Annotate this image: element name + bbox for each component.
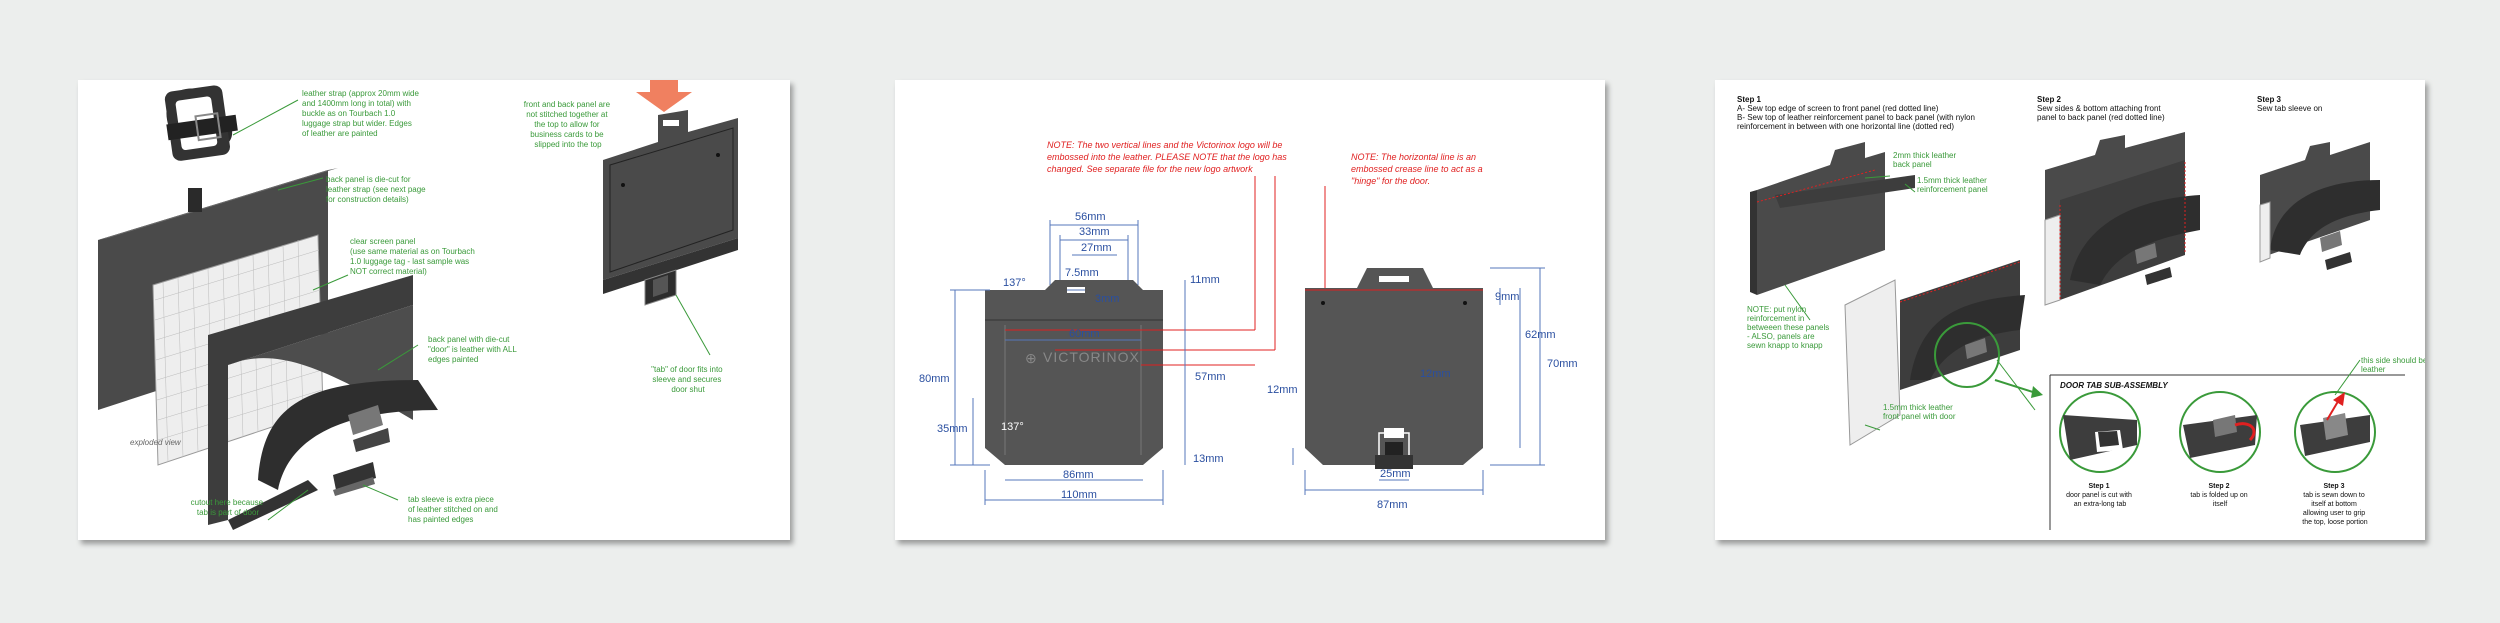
callout-reinforcement: 1.5mm thick leather reinforcement panel	[1917, 176, 1989, 194]
note-cutout: cutout here because tab is part of door	[191, 498, 266, 517]
dim-27: 27mm	[1081, 242, 1112, 254]
callout-back-panel: 2mm thick leather back panel	[1893, 151, 1958, 169]
exploded-view-drawing: leather strap (approx 20mm wide and 1400…	[98, 80, 738, 530]
sheet-exploded-view: leather strap (approx 20mm wide and 1400…	[78, 80, 790, 540]
victorinox-logo: VICTORINOX	[1043, 349, 1140, 365]
dim-3: 3mm	[1095, 293, 1119, 305]
back-panel-outline	[1305, 268, 1483, 469]
sheet-dimensions: NOTE: The two vertical lines and the Vic…	[895, 80, 1605, 540]
dim-57: 57mm	[1195, 371, 1226, 383]
dim-110: 110mm	[1061, 489, 1097, 501]
note-front-back: front and back panel are not stitched to…	[524, 100, 613, 149]
dim-80: 80mm	[919, 373, 950, 385]
step1-leaders	[1784, 175, 2036, 431]
step2-drawing	[2044, 132, 2200, 306]
note-tab: "tab" of door fits into sleeve and secur…	[651, 365, 725, 394]
insert-arrow	[636, 80, 692, 112]
dimensions-drawing: NOTE: The two vertical lines and the Vic…	[919, 140, 1578, 511]
note-door-panel: back panel with die-cut "door" is leathe…	[428, 335, 519, 364]
note-strap: leather strap (approx 20mm wide and 1400…	[302, 89, 421, 138]
subassembly-title: DOOR TAB SUB-ASSEMBLY	[2060, 381, 2168, 390]
step1-header: Step 1 A- Sew top edge of screen to fron…	[1737, 95, 1977, 131]
subassembly-step2: Step 2 tab is folded up on itself	[2190, 483, 2249, 508]
dim-70: 70mm	[1547, 358, 1578, 370]
step3-drawing	[2259, 142, 2380, 270]
front-dimension-lines	[950, 220, 1186, 505]
door-tab-subassembly: DOOR TAB SUB-ASSEMBLY this side should b…	[2049, 356, 2425, 530]
sheet-assembly-steps: Step 1 A- Sew top edge of screen to fron…	[1715, 80, 2425, 540]
dim-9: 9mm	[1495, 291, 1519, 303]
step3-header: Step 3 Sew tab sleeve on	[2257, 95, 2322, 113]
note-sleeve: tab sleeve is extra piece of leather sti…	[408, 495, 500, 524]
callout-nylon: NOTE: put nylon reinforcement in betweee…	[1747, 305, 1832, 350]
back-dimension-labels: 9mm 62mm 70mm 12mm 12mm 25mm 87mm	[1267, 291, 1578, 511]
note-hinge: NOTE: The horizontal line is an embossed…	[1351, 152, 1485, 186]
back-dimension-lines	[1292, 267, 1545, 495]
dim-11: 11mm	[1190, 274, 1220, 286]
angle-137-bottom: 137°	[1001, 421, 1024, 433]
dim-87: 87mm	[1377, 499, 1408, 511]
front-panel-outline: VICTORINOX ⊕	[985, 280, 1163, 465]
front-dimension-labels: 56mm 33mm 27mm 7.5mm 3mm 137° 60mm 80mm …	[919, 211, 1226, 501]
dim-35: 35mm	[937, 423, 968, 435]
dim-12-right: 12mm	[1420, 368, 1451, 380]
closed-tag	[603, 110, 738, 306]
dim-12-left: 12mm	[1267, 384, 1298, 396]
dim-13: 13mm	[1193, 453, 1224, 465]
dim-33: 33mm	[1079, 226, 1110, 238]
assembly-steps-drawing: Step 1 A- Sew top edge of screen to fron…	[1737, 95, 2425, 530]
angle-137-top: 137°	[1003, 277, 1026, 289]
subassembly-step1: Step 1 door panel is cut with an extra-l…	[2066, 483, 2134, 508]
leader-lines	[232, 99, 419, 521]
tab-sleeve	[333, 462, 376, 496]
dim-60: 60mm	[1069, 328, 1100, 340]
leather-strap	[164, 85, 238, 161]
step2-header: Step 2 Sew sides & bottom attaching fron…	[2037, 95, 2165, 122]
note-logo: NOTE: The two vertical lines and the Vic…	[1047, 140, 1289, 174]
dim-86: 86mm	[1063, 469, 1094, 481]
dim-62: 62mm	[1525, 329, 1556, 341]
note-logo-leaders	[1005, 176, 1326, 366]
label-exploded-view: exploded view	[130, 438, 182, 447]
dim-7-5: 7.5mm	[1065, 267, 1099, 279]
note-back-panel: back panel is die-cut for leather strap …	[326, 175, 428, 204]
door-panel	[208, 275, 438, 530]
step1-back-panel	[1750, 142, 1915, 295]
subassembly-step3: Step 3 tab is sewn down to itself at bot…	[2302, 483, 2367, 526]
arrow-to-subassembly	[1994, 379, 2043, 398]
dim-25: 25mm	[1380, 468, 1411, 480]
cross-icon: ⊕	[1025, 350, 1037, 366]
raw-leather-note: this side should be raw leather	[2361, 356, 2425, 374]
callout-front-panel: 1.5mm thick leather front panel with doo…	[1883, 403, 1956, 421]
dim-56: 56mm	[1075, 211, 1106, 223]
note-screen: clear screen panel (use same material as…	[350, 237, 477, 276]
step1-front-panel	[1844, 260, 2025, 446]
